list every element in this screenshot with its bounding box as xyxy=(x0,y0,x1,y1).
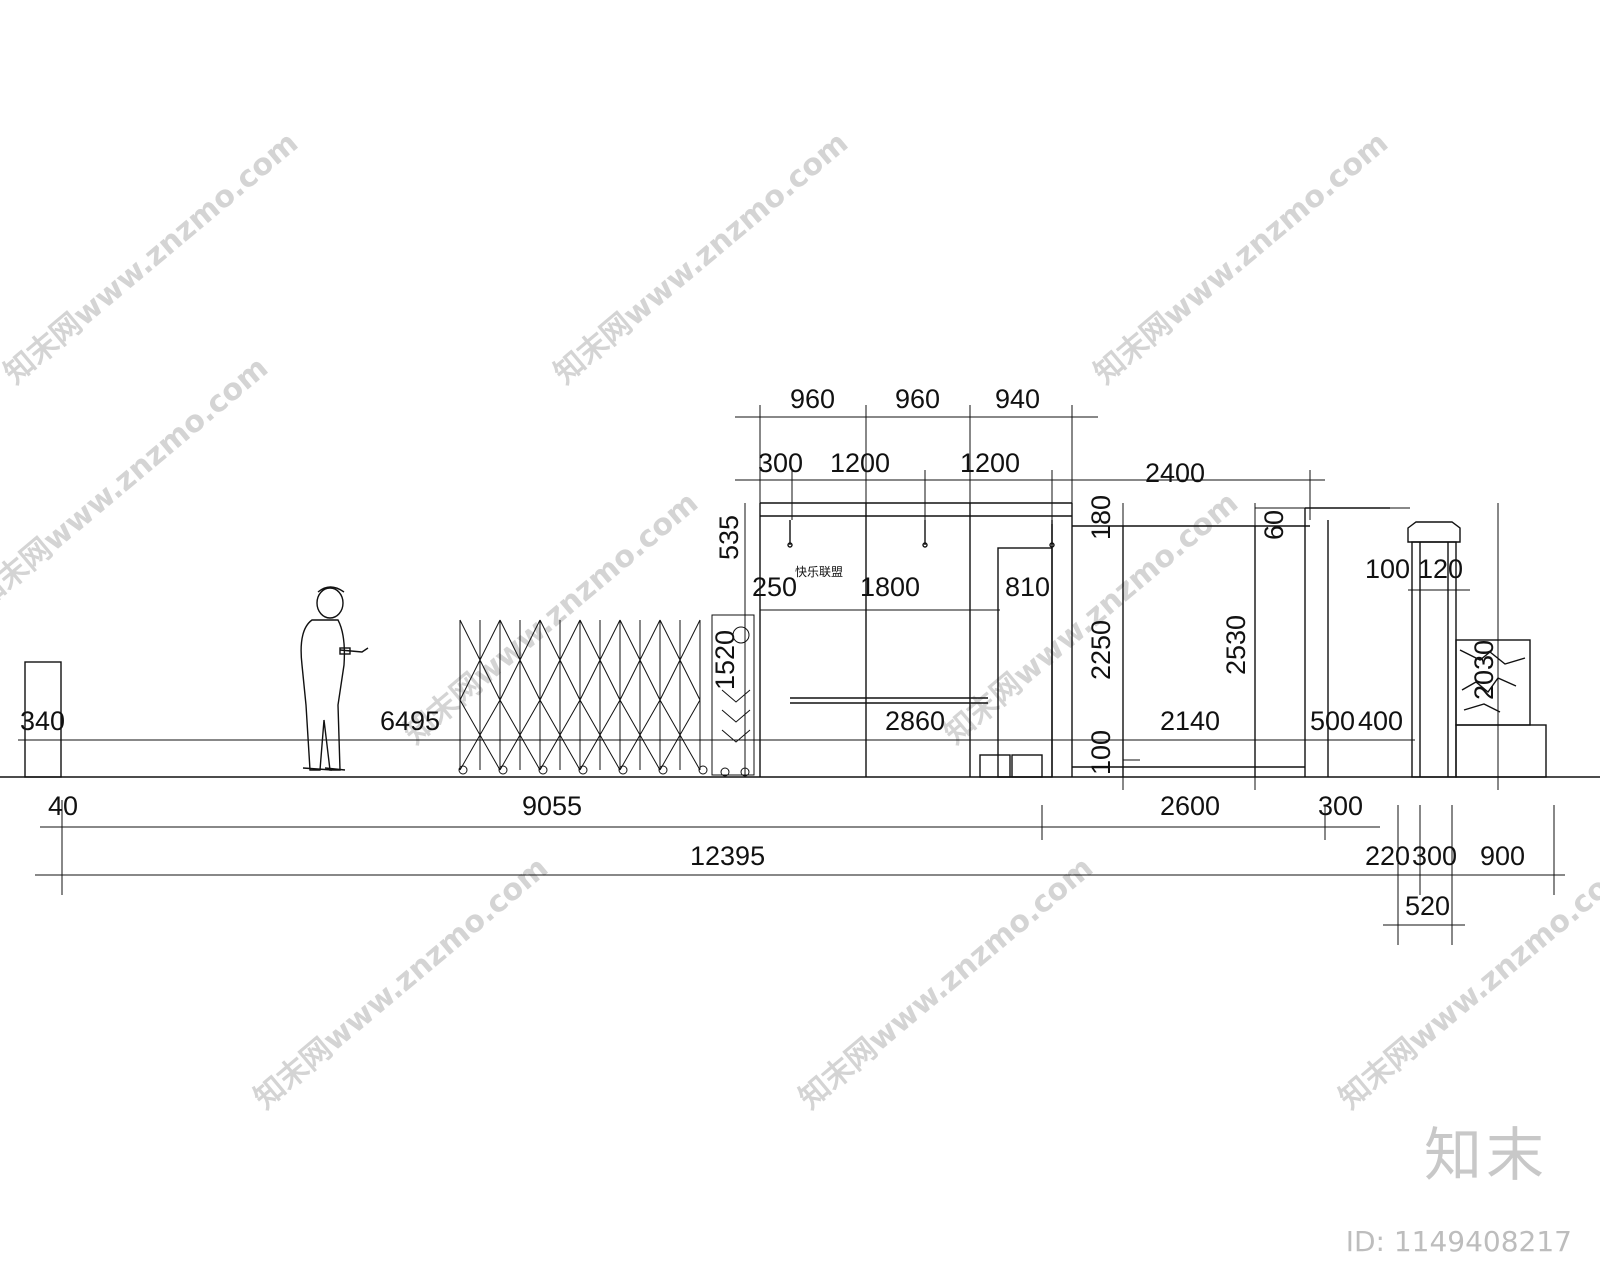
dim-520: 520 xyxy=(1405,891,1450,921)
dim-500: 500 xyxy=(1310,706,1355,736)
watermark-text: 知末网www.znzmo.com xyxy=(1088,125,1395,391)
watermark-text: 知末网www.znzmo.com xyxy=(793,850,1100,1116)
dim-220: 220 xyxy=(1365,841,1410,871)
dim-1520: 1520 xyxy=(710,630,740,690)
dim-810: 810 xyxy=(1005,572,1050,602)
retractable-gate xyxy=(458,614,755,777)
watermark-text: 知末网www.znzmo.com xyxy=(1333,850,1600,1116)
dim-300-bottom: 300 xyxy=(1318,791,1363,821)
dim-top-940: 940 xyxy=(995,384,1040,414)
dim-60: 60 xyxy=(1259,510,1289,540)
canopy-structure xyxy=(759,502,1073,778)
watermark-text: 知末网www.znzmo.com xyxy=(398,485,705,751)
dim-535: 535 xyxy=(714,515,744,560)
brand-logo-text: 知末 xyxy=(1423,1121,1548,1189)
dimension-lines xyxy=(18,405,1565,945)
dim-12395: 12395 xyxy=(690,841,765,871)
dim-1800: 1800 xyxy=(860,572,920,602)
dim-2030: 2030 xyxy=(1469,640,1499,700)
dim-40: 40 xyxy=(48,791,78,821)
watermark-text: 知末网www.znzmo.com xyxy=(548,125,855,391)
dim-2250: 2250 xyxy=(1086,620,1116,680)
dim-180: 180 xyxy=(1086,495,1116,540)
human-figure xyxy=(300,586,369,771)
dim-2600: 2600 xyxy=(1160,791,1220,821)
watermark-text: 知末网www.znzmo.com xyxy=(0,350,275,616)
watermark-text: 知末网www.znzmo.com xyxy=(248,850,555,1116)
dim-120: 120 xyxy=(1418,554,1463,584)
dim-2400: 2400 xyxy=(1145,458,1205,488)
watermark-text: 知末网www.znzmo.com xyxy=(0,125,305,391)
dim-300-b: 300 xyxy=(1412,841,1457,871)
dimension-texts: 960 960 940 300 1200 1200 2400 535 250 1… xyxy=(20,384,1525,921)
image-id-text: ID: 1149408217 xyxy=(1345,1225,1572,1258)
dim-250: 250 xyxy=(752,572,797,602)
dim-1200-b: 1200 xyxy=(960,448,1020,478)
left-post xyxy=(24,661,62,778)
watermark-layer: 知末网www.znzmo.com 知末网www.znzmo.com 知末网www… xyxy=(0,125,1600,1116)
dim-400: 400 xyxy=(1358,706,1403,736)
dim-2860: 2860 xyxy=(885,706,945,736)
dim-6495: 6495 xyxy=(380,706,440,736)
dim-900: 900 xyxy=(1480,841,1525,871)
dim-340: 340 xyxy=(20,706,65,736)
end-pillar xyxy=(1407,521,1547,778)
dim-100-horizontal: 100 xyxy=(1365,554,1410,584)
dim-2530: 2530 xyxy=(1221,615,1251,675)
dim-2140: 2140 xyxy=(1160,706,1220,736)
dim-300: 300 xyxy=(758,448,803,478)
dim-1200-a: 1200 xyxy=(830,448,890,478)
gate-sign-text: 快乐联盟 xyxy=(795,565,843,579)
dim-top-960-b: 960 xyxy=(895,384,940,414)
dim-9055: 9055 xyxy=(522,791,582,821)
dim-100-vertical: 100 xyxy=(1086,730,1116,775)
dim-top-960-a: 960 xyxy=(790,384,835,414)
